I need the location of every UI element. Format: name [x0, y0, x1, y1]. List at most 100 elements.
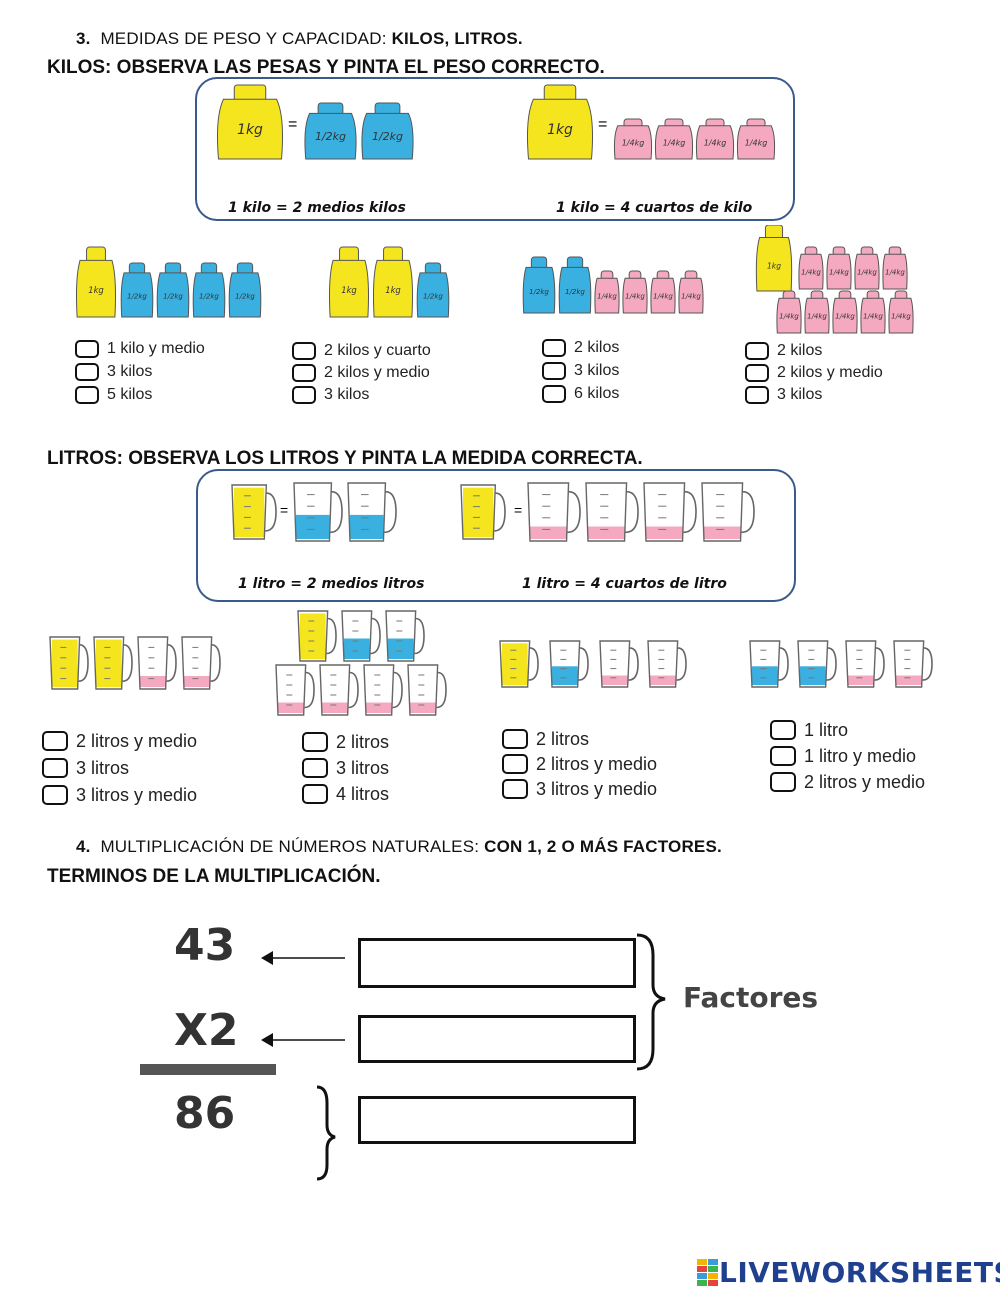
equals-sign: = — [514, 502, 522, 518]
checkbox[interactable] — [542, 385, 566, 403]
svg-text:1/2kg: 1/2kg — [529, 288, 549, 296]
jug-half-litre — [549, 640, 589, 688]
weight-quarter-kg: 1/4kg — [736, 118, 776, 160]
svg-text:1/2kg: 1/2kg — [315, 130, 346, 143]
kilos-option[interactable]: 2 kilos y medio — [292, 362, 430, 384]
litros-option[interactable]: 3 litros y medio — [42, 784, 197, 806]
jug-quarter-litre — [363, 664, 403, 716]
litros-option[interactable]: 3 litros y medio — [502, 778, 657, 800]
checkbox[interactable] — [770, 772, 796, 792]
litros-option[interactable]: 4 litros — [302, 783, 389, 805]
svg-text:1/4kg: 1/4kg — [779, 313, 799, 321]
jug-quarter-litre — [701, 482, 755, 542]
factor-1-answer-box[interactable] — [358, 938, 636, 988]
option-label: 3 kilos — [107, 363, 153, 380]
product-answer-box[interactable] — [358, 1096, 636, 1144]
litros-option[interactable]: 3 litros — [42, 757, 129, 779]
option-label: 4 litros — [336, 783, 390, 804]
option-label: 3 litros — [76, 757, 130, 778]
checkbox[interactable] — [770, 720, 796, 740]
checkbox[interactable] — [75, 340, 99, 358]
kilos-option[interactable]: 5 kilos — [75, 384, 152, 406]
checkbox[interactable] — [502, 754, 528, 774]
checkbox[interactable] — [302, 784, 328, 804]
option-label: 3 litros — [336, 757, 390, 778]
kilos-option[interactable]: 3 kilos — [745, 384, 822, 406]
checkbox[interactable] — [542, 362, 566, 380]
arrow-left-icon — [261, 951, 345, 965]
checkbox[interactable] — [75, 386, 99, 404]
litros-option[interactable]: 1 litro y medio — [770, 745, 916, 767]
jug-quarter-litre — [893, 640, 933, 688]
litros-option[interactable]: 2 litros — [302, 731, 389, 753]
checkbox[interactable] — [302, 732, 328, 752]
checkbox[interactable] — [502, 779, 528, 799]
kilos-option[interactable]: 2 kilos y medio — [745, 362, 883, 384]
litros-heading: LITROS: OBSERVA LOS LITROS Y PINTA LA ME… — [47, 448, 643, 469]
factor-2-answer-box[interactable] — [358, 1015, 636, 1063]
kilos-option[interactable]: 3 kilos — [75, 361, 152, 383]
kilos-option[interactable]: 2 kilos y cuarto — [292, 340, 431, 362]
kilos-option[interactable]: 3 kilos — [292, 384, 369, 406]
svg-text:1/4kg: 1/4kg — [622, 138, 645, 147]
weight-1kg: 1kg — [216, 84, 284, 160]
checkbox[interactable] — [292, 364, 316, 382]
checkbox[interactable] — [42, 758, 68, 778]
kilos-option[interactable]: 2 kilos — [745, 340, 822, 362]
weight-half-kg: 1/2kg — [304, 102, 357, 160]
litros-option[interactable]: 3 litros — [302, 757, 389, 779]
checkbox[interactable] — [75, 363, 99, 381]
jug-quarter-litre — [275, 664, 315, 716]
jug-quarter-litre — [599, 640, 639, 688]
checkbox[interactable] — [302, 758, 328, 778]
option-label: 5 kilos — [107, 386, 153, 403]
checkbox[interactable] — [42, 731, 68, 751]
litros-option[interactable]: 2 litros y medio — [42, 730, 197, 752]
factor-2-number: X2 — [174, 1005, 239, 1056]
checkbox[interactable] — [745, 342, 769, 360]
checkbox[interactable] — [292, 386, 316, 404]
litros-exercise-jugs — [49, 610, 933, 716]
checkbox[interactable] — [745, 364, 769, 382]
checkbox[interactable] — [42, 785, 68, 805]
checkbox[interactable] — [292, 342, 316, 360]
svg-text:1kg: 1kg — [547, 122, 573, 138]
checkbox[interactable] — [502, 729, 528, 749]
weight-quarter-kg: 1/4kg — [678, 270, 704, 314]
kilos-option[interactable]: 3 kilos — [542, 360, 619, 382]
svg-text:1/4kg: 1/4kg — [653, 293, 673, 301]
litros-option[interactable]: 1 litro — [770, 719, 848, 741]
jug-1-litre — [49, 636, 89, 690]
svg-text:1kg: 1kg — [237, 122, 263, 138]
jug-quarter-litre — [527, 482, 581, 542]
litros-option[interactable]: 2 litros — [502, 728, 589, 750]
checkbox[interactable] — [770, 746, 796, 766]
litros-equation-1: 1 litro = 2 medios litros — [238, 576, 425, 592]
kilos-equation-2: 1 kilo = 4 cuartos de kilo — [556, 200, 753, 216]
jug-half-litre — [293, 482, 343, 542]
litros-option[interactable]: 2 litros y medio — [502, 753, 657, 775]
checkbox[interactable] — [745, 386, 769, 404]
checkbox[interactable] — [542, 339, 566, 357]
jug-quarter-litre — [585, 482, 639, 542]
kilos-option[interactable]: 2 kilos — [542, 337, 619, 359]
jug-1-litre — [499, 640, 539, 688]
litros-option[interactable]: 2 litros y medio — [770, 771, 925, 793]
jug-quarter-litre — [643, 482, 697, 542]
equals-sign: = — [288, 116, 297, 133]
jug-1-litre — [297, 610, 337, 662]
jug-quarter-litre — [647, 640, 687, 688]
weight-quarter-kg: 1/4kg — [654, 118, 694, 160]
weight-1kg: 1kg — [328, 246, 370, 318]
kilos-equation-1: 1 kilo = 2 medios kilos — [228, 200, 406, 216]
svg-text:1/4kg: 1/4kg — [704, 138, 727, 147]
weight-quarter-kg: 1/4kg — [613, 118, 653, 160]
option-label: 2 kilos — [777, 342, 823, 359]
kilos-option[interactable]: 6 kilos — [542, 383, 619, 405]
jug-quarter-litre — [845, 640, 885, 688]
kilos-option[interactable]: 1 kilo y medio — [75, 338, 205, 360]
option-label: 2 kilos y medio — [324, 364, 430, 381]
weight-quarter-kg: 1/4kg — [695, 118, 735, 160]
jug-1-litre — [93, 636, 133, 690]
weight-1kg: 1kg — [372, 246, 414, 318]
